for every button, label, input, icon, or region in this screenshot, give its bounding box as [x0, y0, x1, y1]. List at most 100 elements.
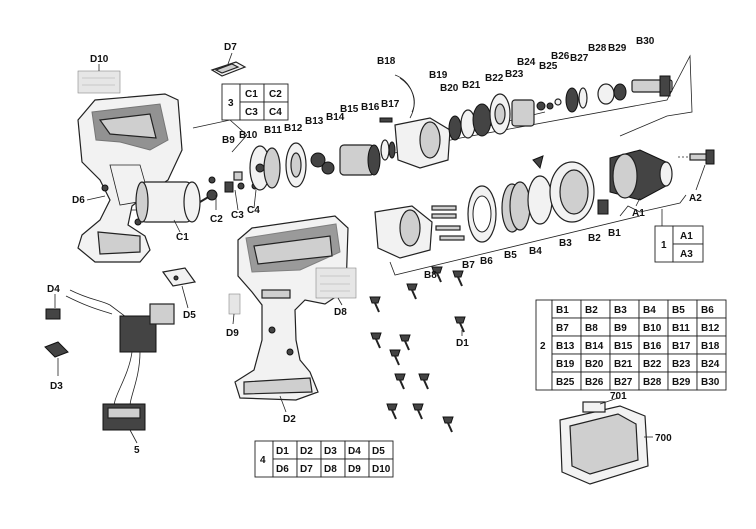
table-b-cell: B17 [672, 341, 691, 352]
label-b7: B7 [462, 260, 475, 271]
d9-label [228, 293, 241, 315]
table-b-cell: B19 [556, 359, 575, 370]
label-d8: D8 [334, 307, 347, 318]
label-b15: B15 [340, 104, 359, 115]
leader-lines [54, 52, 706, 444]
part-labels: D10 D7 D6 C1 C2 C3 C4 D4 D5 D3 5 D8 D9 D… [47, 36, 702, 456]
table-a-cell: A3 [680, 249, 693, 260]
label-c1: C1 [176, 232, 189, 243]
table-c: 3 C1 C2 C3 C4 [221, 83, 289, 121]
label-d4: D4 [47, 284, 60, 295]
label-b4: B4 [529, 246, 542, 257]
table-b-cell: B26 [585, 377, 604, 388]
table-c-cell: C3 [245, 107, 258, 118]
label-b12: B12 [284, 123, 303, 134]
table-b-cell: B10 [643, 323, 662, 334]
label-b11: B11 [264, 125, 282, 136]
label-b23: B23 [505, 69, 524, 80]
table-d-cell-box [368, 458, 394, 478]
table-b-cell: B12 [701, 323, 720, 334]
clutch-spindle-parts [448, 75, 673, 141]
label-c4: C4 [247, 205, 260, 216]
table-c-cell: C4 [269, 107, 282, 118]
label-b18: B18 [377, 56, 396, 67]
label-b16: B16 [361, 102, 380, 113]
label-700: 700 [655, 433, 672, 444]
label-d1: D1 [456, 338, 469, 349]
table-d-group: 4 [260, 455, 266, 466]
table-b-cell: B23 [672, 359, 691, 370]
table-b-cell: B16 [643, 341, 662, 352]
label-b24: B24 [517, 57, 536, 68]
label-b9: B9 [222, 135, 235, 146]
d5-bracket [161, 267, 197, 287]
d7-button-plate [210, 61, 247, 77]
label-b2: B2 [588, 233, 601, 244]
table-b-cell: B27 [614, 377, 633, 388]
label-5: 5 [134, 445, 140, 456]
label-b27: B27 [570, 53, 589, 64]
housing-screws [369, 266, 466, 433]
table-b-cell: B20 [585, 359, 604, 370]
table-b-cell: B13 [556, 341, 575, 352]
table-b-cell: B22 [643, 359, 662, 370]
d4-connector [45, 308, 61, 320]
table-b-cell: B3 [614, 305, 627, 316]
table-c-group: 3 [228, 98, 234, 109]
table-a: 1 A1 A3 [654, 225, 704, 263]
label-b29: B29 [608, 43, 627, 54]
label-b3: B3 [559, 238, 572, 249]
label-b13: B13 [305, 116, 324, 127]
table-a-cell: A1 [680, 231, 693, 242]
label-c2: C2 [210, 214, 223, 225]
table-b-cell: B24 [701, 359, 720, 370]
label-b8: B8 [424, 270, 437, 281]
carry-case [559, 401, 649, 485]
table-d-cell: D2 [300, 446, 313, 457]
label-b30: B30 [636, 36, 655, 47]
label-d5: D5 [183, 310, 196, 321]
d10-label-plate [77, 70, 121, 94]
table-d-cell: D10 [372, 464, 391, 475]
label-b20: B20 [440, 83, 459, 94]
label-b25: B25 [539, 61, 558, 72]
table-d-cell: D8 [324, 464, 337, 475]
label-b19: B19 [429, 70, 448, 81]
table-b-cell: B1 [556, 305, 569, 316]
label-b17: B17 [381, 99, 400, 110]
housing-left-half [77, 93, 183, 263]
table-b-cell: B9 [614, 323, 627, 334]
label-d6: D6 [72, 195, 85, 206]
label-d7: D7 [224, 42, 237, 53]
table-d-cell: D7 [300, 464, 313, 475]
table-b-cell: B28 [643, 377, 662, 388]
d3-contact [44, 341, 69, 358]
label-a2: A2 [689, 193, 702, 204]
label-d3: D3 [50, 381, 63, 392]
motor [135, 176, 218, 223]
label-b22: B22 [485, 73, 504, 84]
table-b-cell: B11 [672, 323, 690, 334]
table-b-cell: B25 [556, 377, 575, 388]
table-b-cell: B6 [701, 305, 714, 316]
table-b-cell: B8 [585, 323, 598, 334]
label-b5: B5 [504, 250, 517, 261]
table-d-cell: D1 [276, 446, 289, 457]
drill-chuck [609, 149, 673, 201]
gearbox-parts [249, 74, 451, 191]
table-b-cell: B21 [614, 359, 633, 370]
table-b-cell: B30 [701, 377, 720, 388]
table-d-cell: D6 [276, 464, 289, 475]
label-b26: B26 [551, 51, 570, 62]
table-c-cell: C2 [269, 89, 282, 100]
table-b-cell: B4 [643, 305, 656, 316]
label-b21: B21 [462, 80, 481, 91]
table-b-cell: B14 [585, 341, 604, 352]
table-c-cell: C1 [245, 89, 258, 100]
table-b-cell-box [696, 371, 727, 391]
chuck-screw [678, 149, 715, 165]
label-b28: B28 [588, 43, 607, 54]
table-d-cell: D3 [324, 446, 337, 457]
label-d2: D2 [283, 414, 296, 425]
